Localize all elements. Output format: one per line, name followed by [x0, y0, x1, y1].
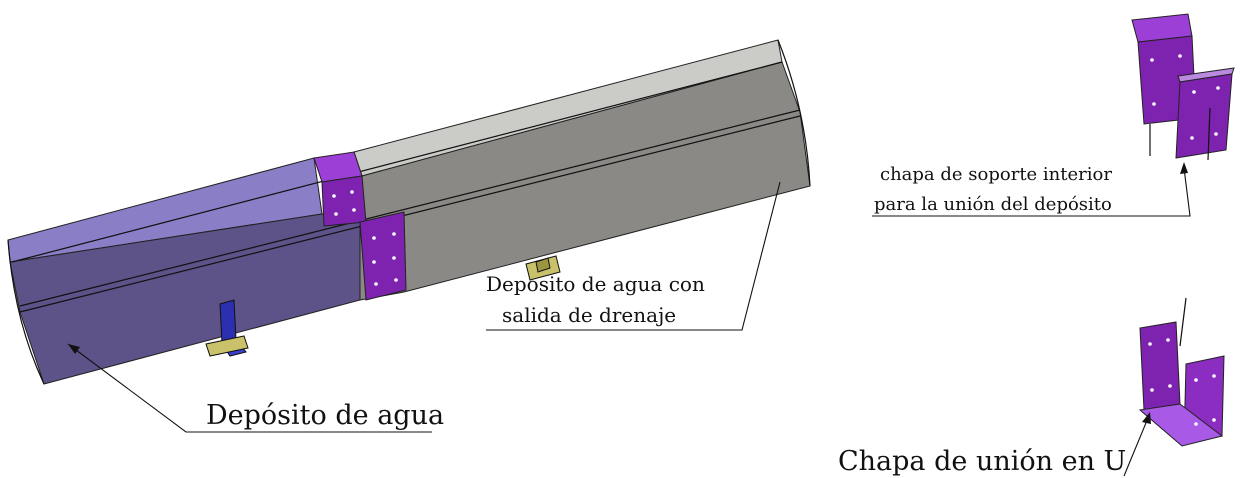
blue-support-bracket	[205, 299, 249, 357]
u-joint-plate	[1138, 297, 1225, 447]
tank-drain-label-line2: salida de drenaje	[502, 303, 676, 327]
tank-drain-label-line1: Deposito de agua con	[486, 272, 705, 296]
leader-tank	[67, 343, 432, 433]
tank-joint-plate-upper	[313, 151, 367, 227]
label-tank: Depósito de agua	[67, 343, 444, 433]
tank-label-text: Depósito de agua	[206, 400, 444, 431]
inner-support-plates	[1131, 13, 1235, 161]
inner-plate-label-line1: chapa de soporte interior	[880, 164, 1112, 185]
inner-plate-label-line2: para la unión del depósito	[874, 194, 1112, 215]
label-tank-drain: Deposito de agua con salida de drenaje	[486, 181, 781, 331]
tank-joint-plate-lower	[359, 211, 407, 301]
water-tank	[7, 39, 811, 385]
u-plate-label-text: Chapa de unión en U	[838, 446, 1126, 477]
tank-upper-edge-line	[11, 61, 783, 263]
drain-bracket	[525, 255, 561, 281]
tank-left-end-curve	[7, 239, 45, 385]
leader-tank-drain	[486, 181, 781, 331]
tank-groove-line-2	[19, 115, 801, 313]
tank-right-end-curve	[777, 39, 811, 187]
leader-inner-plate	[872, 167, 1191, 217]
label-inner-plate: chapa de soporte interior para la unión …	[872, 162, 1191, 217]
arrowhead-inner-plate	[1180, 162, 1188, 174]
label-u-plate: Chapa de unión en U	[838, 412, 1151, 477]
arrowhead-u-plate	[1142, 412, 1151, 424]
tank-groove-line-1	[19, 109, 801, 307]
tank-right-front	[359, 61, 811, 301]
arrowhead-tank	[68, 344, 80, 354]
leader-u-plate	[1123, 417, 1149, 477]
